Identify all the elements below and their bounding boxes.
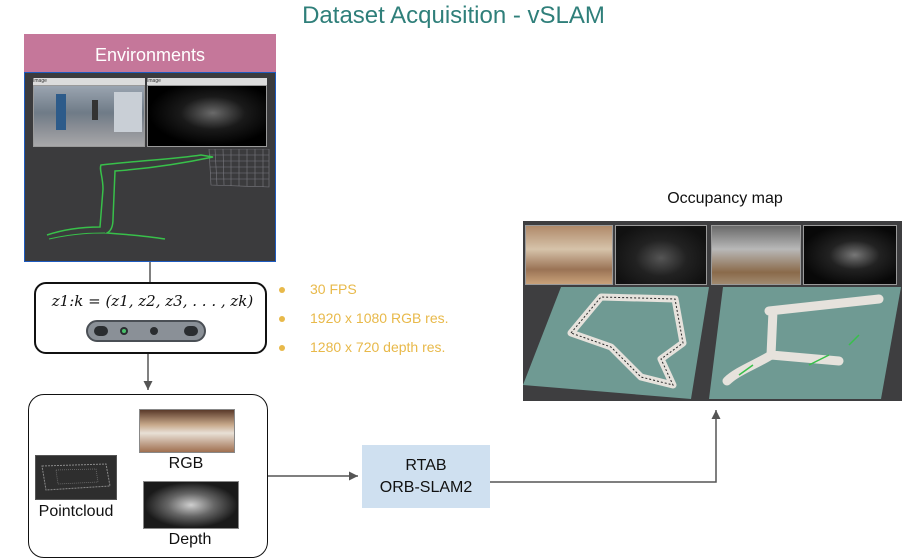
observation-equation: z1:k = (z1, z2, z3, . . . , zk) bbox=[51, 292, 254, 310]
depth-thumbnail bbox=[143, 481, 239, 529]
spec-depth-resolution: 1280 x 720 depth res. bbox=[310, 339, 446, 355]
occupancy-map-1 bbox=[523, 287, 709, 399]
trajectory-view bbox=[46, 149, 270, 240]
sensor-box: z1:k = (z1, z2, z3, . . . , zk) bbox=[34, 282, 267, 354]
window-titlebar: Image bbox=[147, 78, 267, 85]
algorithm-orb-slam2: ORB-SLAM2 bbox=[379, 479, 473, 496]
rgb-thumbnail bbox=[139, 409, 235, 453]
trajectory-path bbox=[738, 334, 860, 376]
depth-label: Depth bbox=[168, 531, 212, 548]
camera-led-icon bbox=[122, 329, 126, 333]
window-titlebar: Image bbox=[33, 78, 145, 85]
trajectory-path bbox=[48, 232, 106, 240]
window-title: Image bbox=[147, 78, 161, 84]
camera-lens-icon bbox=[150, 327, 158, 335]
window-title: Image bbox=[33, 78, 47, 84]
map-depth-view-1 bbox=[615, 225, 707, 285]
slam-algorithm-box: RTAB ORB-SLAM2 bbox=[362, 445, 490, 508]
environments-header: Environments bbox=[24, 34, 276, 72]
spec-rgb-resolution: 1920 x 1080 RGB res. bbox=[310, 310, 449, 326]
occupancy-map-panel bbox=[523, 221, 902, 401]
occupancy-map-title: Occupancy map bbox=[667, 190, 783, 207]
depth-camera-icon bbox=[86, 320, 206, 342]
rgb-label: RGB bbox=[168, 455, 204, 472]
pointcloud-icon bbox=[41, 463, 111, 491]
data-outputs-box: RGB Pointcloud Depth bbox=[28, 394, 268, 558]
map-depth-view-2 bbox=[803, 225, 897, 285]
page-title: Dataset Acquisition - vSLAM bbox=[302, 2, 605, 29]
spec-fps: 30 FPS bbox=[310, 281, 357, 297]
bullet-icon bbox=[279, 316, 285, 322]
arrow-up bbox=[490, 410, 721, 483]
person-figure bbox=[92, 100, 98, 120]
rgb-camera-view bbox=[33, 85, 145, 147]
bullet-icon bbox=[279, 345, 285, 351]
bullet-icon bbox=[279, 287, 285, 293]
grid-icon bbox=[208, 149, 270, 188]
map-rgb-view-2 bbox=[711, 225, 801, 285]
algorithm-rtab: RTAB bbox=[405, 457, 447, 474]
depth-camera-view bbox=[147, 85, 267, 147]
environments-screenshot: Image Image bbox=[24, 72, 276, 262]
pointcloud-label: Pointcloud bbox=[38, 503, 114, 520]
hallway-wall bbox=[114, 92, 142, 132]
camera-lens-icon bbox=[184, 326, 198, 336]
hallway-door bbox=[56, 94, 66, 130]
map-rgb-view-1 bbox=[525, 225, 613, 285]
occupancy-map-2 bbox=[709, 287, 901, 399]
pointcloud-thumbnail bbox=[35, 455, 117, 500]
camera-lens-icon bbox=[94, 326, 108, 336]
trajectory-path bbox=[46, 154, 214, 240]
